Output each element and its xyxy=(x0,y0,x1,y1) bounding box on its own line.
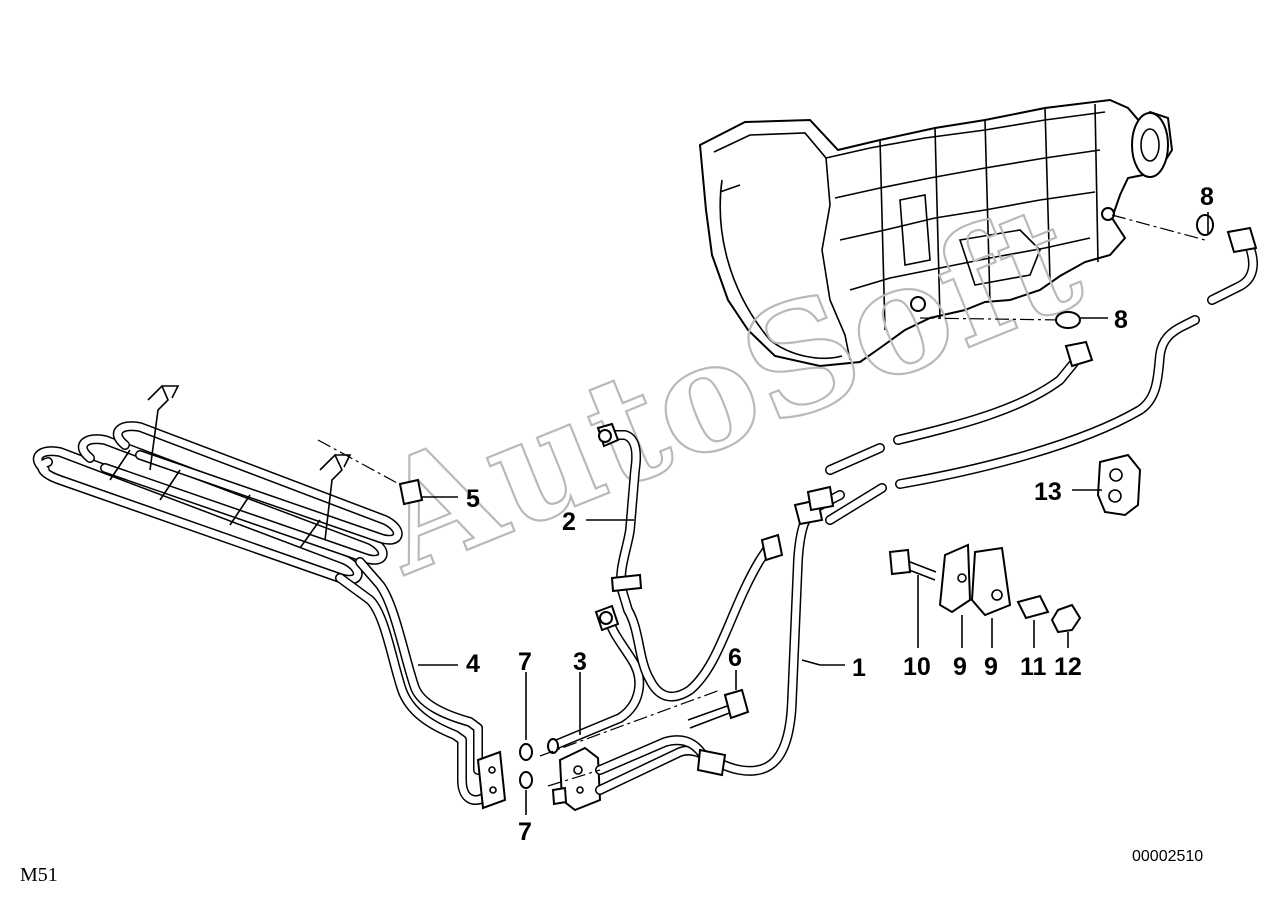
part-label-4: 4 xyxy=(466,650,480,678)
clamp-9-right xyxy=(970,546,1012,617)
connector-block xyxy=(551,746,602,812)
part-label-9-right: 9 xyxy=(984,653,998,681)
nut-12 xyxy=(1050,603,1082,634)
part-label-3: 3 xyxy=(573,648,587,676)
part-label-12: 12 xyxy=(1054,653,1082,681)
part-label-8-upper: 8 xyxy=(1200,183,1214,211)
bolt-5 xyxy=(398,478,424,506)
washer-7-lower xyxy=(519,771,533,789)
bolt-6-shank xyxy=(687,704,733,729)
part-label-9-left: 9 xyxy=(953,653,967,681)
bolt-10-head xyxy=(888,548,912,576)
ring-8-lower xyxy=(1055,311,1081,329)
oil-cooler xyxy=(32,384,403,585)
transmission-return-lines xyxy=(825,226,1258,525)
cooler-outlet-lines xyxy=(335,557,507,810)
transmission-housing xyxy=(698,98,1174,368)
part-label-5: 5 xyxy=(466,485,480,513)
pipe-3 xyxy=(547,610,645,754)
clip-13 xyxy=(1096,453,1142,517)
model-code: M51 xyxy=(20,864,58,886)
part-label-7-upper: 7 xyxy=(518,648,532,676)
sleeve-11 xyxy=(1016,594,1050,620)
part-label-13: 13 xyxy=(1034,478,1062,506)
pipe-1 xyxy=(595,485,845,795)
part-label-1: 1 xyxy=(852,654,866,682)
assembly-centerlines xyxy=(317,214,1206,787)
pipe-2 xyxy=(594,422,784,702)
part-label-11: 11 xyxy=(1020,653,1047,681)
part-labels: 1 2 3 4 5 6 7 7 8 8 9 9 10 11 12 13 xyxy=(466,183,1214,846)
leader-lines xyxy=(418,212,1209,815)
drawing-number: 00002510 xyxy=(1132,848,1204,865)
ring-8-upper xyxy=(1196,214,1214,236)
part-label-2: 2 xyxy=(562,508,576,536)
bolt-6-head xyxy=(723,688,750,720)
part-label-6: 6 xyxy=(728,644,742,672)
part-label-7-lower: 7 xyxy=(518,818,532,846)
clamp-9-left xyxy=(938,543,972,614)
small-parts xyxy=(398,214,1214,789)
washer-7-upper xyxy=(519,743,533,761)
part-label-8-lower: 8 xyxy=(1114,306,1128,334)
part-label-10: 10 xyxy=(903,653,931,681)
